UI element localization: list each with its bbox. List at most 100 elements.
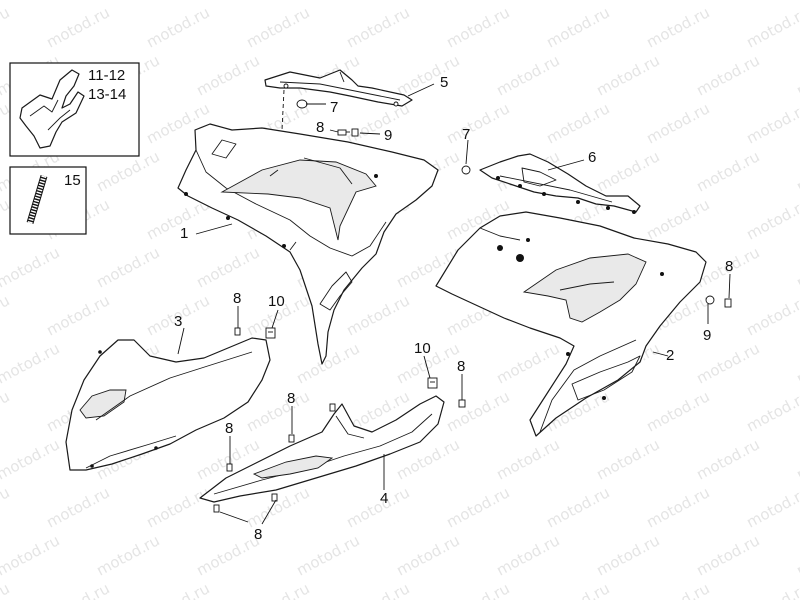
- watermark-text: motod.ru: [743, 387, 800, 435]
- watermark-text: motod.ru: [593, 51, 662, 99]
- screw-8g-icon: [213, 493, 278, 513]
- label-part-2: 2: [666, 347, 674, 364]
- grommet-7a-icon: [296, 99, 308, 109]
- watermark-text: motod.ru: [493, 435, 562, 483]
- watermark-text: motod.ru: [693, 531, 762, 579]
- watermark-text: motod.ru: [743, 579, 800, 600]
- spring-label: 15: [64, 172, 81, 189]
- watermark-text: motod.ru: [743, 195, 800, 243]
- screw-8a-icon: [337, 129, 350, 136]
- watermark-text: motod.ru: [143, 483, 212, 531]
- watermark-text: motod.ru: [693, 339, 762, 387]
- watermark-text: motod.ru: [443, 483, 512, 531]
- part-6-right-bracket: [479, 153, 641, 214]
- clip-10a-icon: [265, 327, 276, 339]
- watermark-text: motod.ru: [793, 435, 800, 483]
- part-labels: 1 2 3 4 5 6 7 7 8 8 8 8 8 8 8 9 9 10 10: [174, 74, 733, 543]
- watermark-text: motod.ru: [343, 99, 412, 147]
- watermark-text: motod.ru: [643, 3, 712, 51]
- watermark-text: motod.ru: [443, 387, 512, 435]
- label-part-8g: 8: [254, 526, 262, 543]
- label-part-8b: 8: [725, 258, 733, 275]
- watermark-text: motod.ru: [543, 579, 612, 600]
- watermark-text: motod.ru: [493, 51, 562, 99]
- watermark-text: motod.ru: [593, 435, 662, 483]
- watermark-text: motod.ru: [693, 147, 762, 195]
- watermark-text: motod.ru: [343, 483, 412, 531]
- screw-8b-icon: [724, 298, 732, 308]
- label-part-9b: 9: [703, 327, 711, 344]
- watermark-text: motod.ru: [543, 99, 612, 147]
- watermark-text: motod.ru: [43, 579, 112, 600]
- watermark-text: motod.ru: [793, 51, 800, 99]
- watermark-text: motod.ru: [693, 435, 762, 483]
- spring-drawing: [26, 175, 48, 224]
- label-part-8f: 8: [225, 420, 233, 437]
- label-part-4: 4: [380, 490, 388, 507]
- watermark-text: motod.ru: [793, 0, 800, 4]
- watermark-text: motod.ru: [193, 243, 262, 291]
- watermark-text: motod.ru: [393, 531, 462, 579]
- part-1-left-fairing: [177, 123, 439, 365]
- watermark-text: motod.ru: [743, 483, 800, 531]
- screw-8d-icon: [458, 399, 466, 408]
- bracket-label-1: 11-12: [88, 67, 125, 84]
- watermark-text: motod.ru: [443, 579, 512, 600]
- part-4-belly-pan: [199, 395, 445, 503]
- watermark-text: motod.ru: [143, 3, 212, 51]
- label-part-5: 5: [440, 74, 448, 91]
- watermark-text: motod.ru: [243, 579, 312, 600]
- watermark-text: motod.ru: [643, 387, 712, 435]
- label-part-8a: 8: [316, 119, 324, 136]
- watermark-text: motod.ru: [93, 531, 162, 579]
- watermark-text: motod.ru: [0, 339, 63, 387]
- watermark-text: motod.ru: [0, 387, 13, 435]
- watermark-text: motod.ru: [743, 3, 800, 51]
- label-part-8c: 8: [233, 290, 241, 307]
- watermark-text: motod.ru: [0, 483, 13, 531]
- watermark-text: motod.ru: [743, 291, 800, 339]
- watermark-text: motod.ru: [593, 147, 662, 195]
- clip-10b-icon: [427, 377, 438, 389]
- watermark-text: motod.ru: [793, 531, 800, 579]
- watermark-text: motod.ru: [193, 531, 262, 579]
- watermark-text: motod.ru: [643, 483, 712, 531]
- part-3-front-panel: [65, 337, 271, 471]
- screw-8c-icon: [234, 327, 241, 336]
- watermark-text: motod.ru: [693, 51, 762, 99]
- watermark-text: motod.ru: [243, 3, 312, 51]
- grommet-7b-icon: [461, 165, 471, 175]
- watermark-text: motod.ru: [0, 435, 63, 483]
- watermark-text: motod.ru: [443, 99, 512, 147]
- watermark-text: motod.ru: [493, 531, 562, 579]
- label-part-6: 6: [588, 149, 596, 166]
- watermark-text: motod.ru: [243, 387, 312, 435]
- watermark-text: motod.ru: [343, 291, 412, 339]
- watermark-text: motod.ru: [43, 291, 112, 339]
- watermark-text: motod.ru: [593, 531, 662, 579]
- watermark-text: motod.ru: [293, 531, 362, 579]
- watermark-text: motod.ru: [793, 243, 800, 291]
- bracket-inset-box: 11-12 13-14: [9, 62, 140, 157]
- label-part-1: 1: [180, 225, 188, 242]
- watermark-text: motod.ru: [0, 291, 13, 339]
- watermark-text: motod.ru: [0, 0, 63, 4]
- label-part-9a: 9: [384, 127, 392, 144]
- watermark-text: motod.ru: [193, 51, 262, 99]
- bracket-label-2: 13-14: [88, 86, 126, 103]
- watermark-text: motod.ru: [0, 3, 13, 51]
- watermark-text: motod.ru: [543, 3, 612, 51]
- watermark-text: motod.ru: [343, 579, 412, 600]
- watermark-text: motod.ru: [0, 579, 13, 600]
- hardware-group: [213, 99, 732, 513]
- watermark-text: motod.ru: [643, 579, 712, 600]
- watermark-text: motod.ru: [793, 339, 800, 387]
- watermark-text: motod.ru: [393, 51, 462, 99]
- watermark-text: motod.ru: [643, 99, 712, 147]
- screw-8e-icon: [288, 434, 295, 443]
- label-part-7b: 7: [462, 126, 470, 143]
- watermark-text: motod.ru: [93, 243, 162, 291]
- label-part-10b: 10: [414, 340, 431, 357]
- watermark-text: motod.ru: [143, 579, 212, 600]
